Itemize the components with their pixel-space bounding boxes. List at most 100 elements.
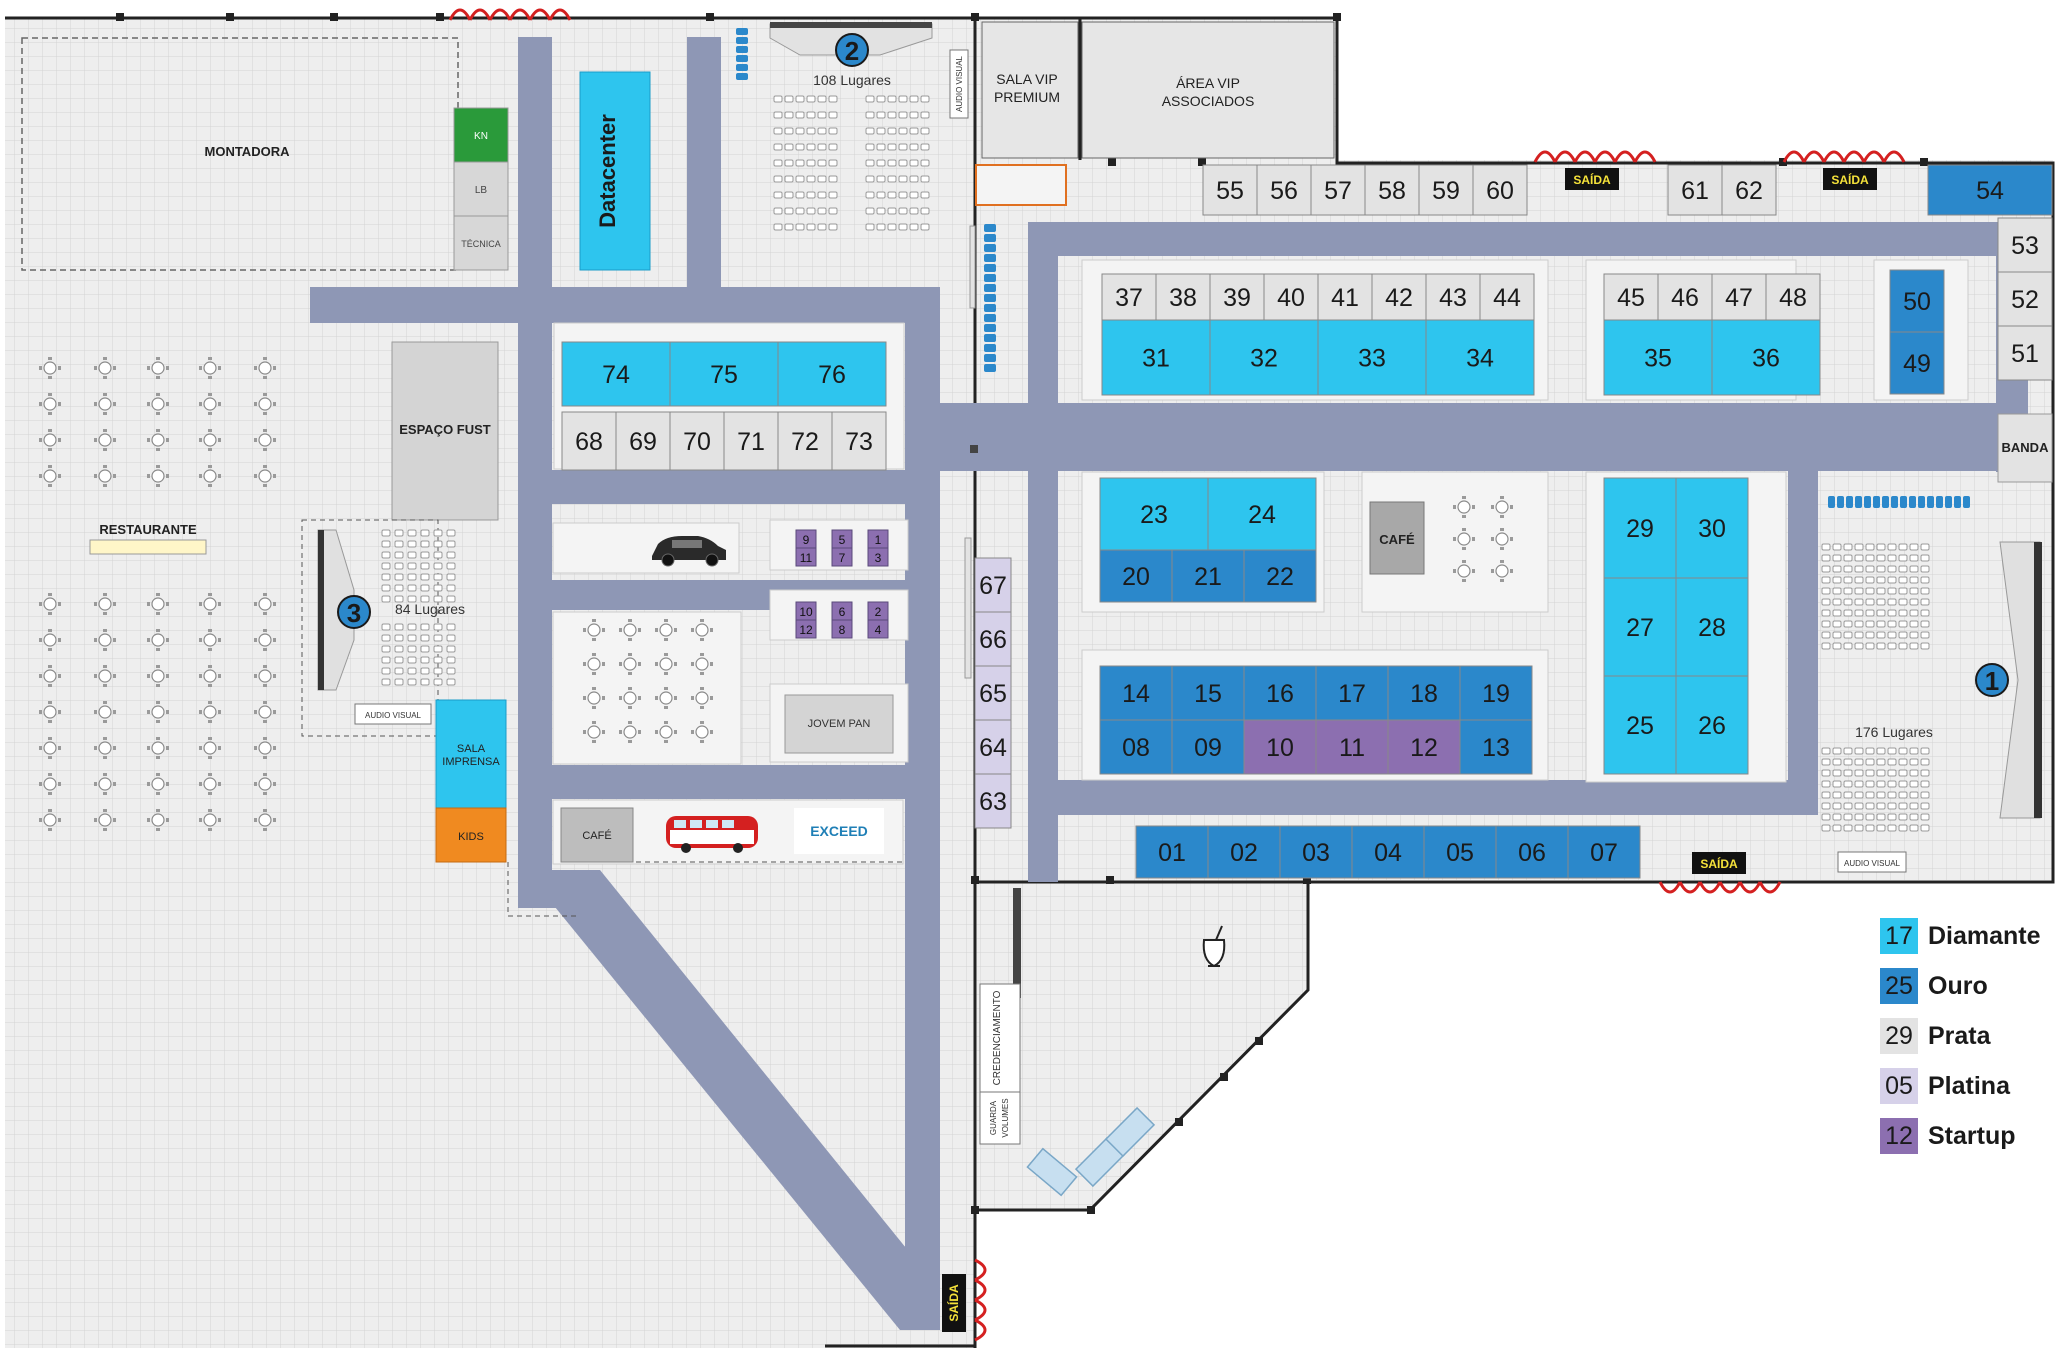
stand-41[interactable]: 41 (1317, 273, 1373, 321)
stand-05[interactable]: 05 (1423, 825, 1497, 879)
stand-47[interactable]: 47 (1711, 273, 1767, 321)
stand-22[interactable]: 22 (1243, 549, 1317, 603)
stand-25[interactable]: 25 (1603, 675, 1677, 775)
stand-53[interactable]: 53 (1997, 217, 2053, 273)
startup-stand-11[interactable]: 11 (795, 547, 817, 567)
stand-11[interactable]: 11 (1315, 719, 1389, 775)
stand-74[interactable]: 74 (561, 341, 671, 407)
stand-16[interactable]: 16 (1243, 665, 1317, 721)
stand-20[interactable]: 20 (1099, 549, 1173, 603)
stand-19[interactable]: 19 (1459, 665, 1533, 721)
stand-21[interactable]: 21 (1171, 549, 1245, 603)
datacenter-block[interactable] (579, 71, 651, 271)
stand-37[interactable]: 37 (1101, 273, 1157, 321)
stand-69[interactable]: 69 (615, 411, 671, 471)
stand-76[interactable]: 76 (777, 341, 887, 407)
stand-08[interactable]: 08 (1099, 719, 1173, 775)
stand-04[interactable]: 04 (1351, 825, 1425, 879)
stand-23[interactable]: 23 (1099, 477, 1209, 551)
stand-09[interactable]: 09 (1171, 719, 1245, 775)
stand-46[interactable]: 46 (1657, 273, 1713, 321)
stand-32[interactable]: 32 (1209, 319, 1319, 396)
credenciamento-desk[interactable] (979, 983, 1021, 1093)
stand-75[interactable]: 75 (669, 341, 779, 407)
stand-44[interactable]: 44 (1479, 273, 1535, 321)
stand-34[interactable]: 34 (1425, 319, 1535, 396)
stand-10[interactable]: 10 (1243, 719, 1317, 775)
stand-61[interactable]: 61 (1667, 164, 1723, 216)
stand-48[interactable]: 48 (1765, 273, 1821, 321)
auditorium-3[interactable]: 3 84 Lugares (301, 519, 465, 737)
area-vip-associados[interactable]: ÁREA VIP ASSOCIADOS (1081, 21, 1335, 159)
startup-stand-1[interactable]: 1 (867, 529, 889, 549)
stand-49[interactable]: 49 (1889, 331, 1945, 395)
jovem-pan-stand[interactable] (784, 694, 894, 754)
auditorium-2[interactable]: 2 108 Lugares (736, 22, 933, 231)
stand-57[interactable]: 57 (1310, 164, 1366, 216)
stand-36[interactable]: 36 (1711, 319, 1821, 396)
stand-28[interactable]: 28 (1675, 577, 1749, 677)
exceed-stand[interactable] (794, 808, 884, 854)
stand-67[interactable]: 67 (974, 557, 1012, 613)
stand-24[interactable]: 24 (1207, 477, 1317, 551)
stand-07[interactable]: 07 (1567, 825, 1641, 879)
stand-65[interactable]: 65 (974, 665, 1012, 721)
startup-stand-6[interactable]: 6 (831, 601, 853, 621)
cafe-stand[interactable] (560, 807, 634, 863)
sala-imprensa[interactable]: SALA IMPRENSA (435, 699, 507, 809)
stand-54[interactable]: 54 (1927, 164, 2053, 216)
stand-12[interactable]: 12 (1387, 719, 1461, 775)
stand-64[interactable]: 64 (974, 719, 1012, 775)
stand-51[interactable]: 51 (1997, 325, 2053, 381)
stand-45[interactable]: 45 (1603, 273, 1659, 321)
espaco-fust[interactable] (391, 341, 499, 521)
startup-stand-4[interactable]: 4 (867, 619, 889, 639)
startup-stand-12[interactable]: 12 (795, 619, 817, 639)
stand-27[interactable]: 27 (1603, 577, 1677, 677)
banda-stage[interactable] (1997, 413, 2053, 483)
startup-stand-2[interactable]: 2 (867, 601, 889, 621)
stand-18[interactable]: 18 (1387, 665, 1461, 721)
stand-42[interactable]: 42 (1371, 273, 1427, 321)
startup-stand-8[interactable]: 8 (831, 619, 853, 639)
stand-40[interactable]: 40 (1263, 273, 1319, 321)
stand-26[interactable]: 26 (1675, 675, 1749, 775)
auditorium-1[interactable]: 1 176 Lugares (1821, 496, 2042, 832)
stand-60[interactable]: 60 (1472, 164, 1528, 216)
startup-stand-5[interactable]: 5 (831, 529, 853, 549)
stand-35[interactable]: 35 (1603, 319, 1713, 396)
stand-70[interactable]: 70 (669, 411, 725, 471)
stand-50[interactable]: 50 (1889, 269, 1945, 333)
stand-43[interactable]: 43 (1425, 273, 1481, 321)
stand-71[interactable]: 71 (723, 411, 779, 471)
stand-39[interactable]: 39 (1209, 273, 1265, 321)
stand-62[interactable]: 62 (1721, 164, 1777, 216)
stand-58[interactable]: 58 (1364, 164, 1420, 216)
startup-stand-10[interactable]: 10 (795, 601, 817, 621)
stand-52[interactable]: 52 (1997, 271, 2053, 327)
guarda-volumes-desk[interactable] (979, 1091, 1021, 1145)
startup-stand-3[interactable]: 3 (867, 547, 889, 567)
stand-03[interactable]: 03 (1279, 825, 1353, 879)
stand-31[interactable]: 31 (1101, 319, 1211, 396)
startup-stand-9[interactable]: 9 (795, 529, 817, 549)
stand-14[interactable]: 14 (1099, 665, 1173, 721)
stand-13[interactable]: 13 (1459, 719, 1533, 775)
stand-66[interactable]: 66 (974, 611, 1012, 667)
stand-29[interactable]: 29 (1603, 477, 1677, 579)
stand-33[interactable]: 33 (1317, 319, 1427, 396)
startup-stand-7[interactable]: 7 (831, 547, 853, 567)
stand-06[interactable]: 06 (1495, 825, 1569, 879)
kids-area[interactable]: KIDS (435, 807, 507, 863)
stand-63[interactable]: 63 (974, 773, 1012, 829)
stand-15[interactable]: 15 (1171, 665, 1245, 721)
stand-01[interactable]: 01 (1135, 825, 1209, 879)
stand-17[interactable]: 17 (1315, 665, 1389, 721)
stand-30[interactable]: 30 (1675, 477, 1749, 579)
stand-38[interactable]: 38 (1155, 273, 1211, 321)
stand-59[interactable]: 59 (1418, 164, 1474, 216)
cafe2-stand[interactable] (1369, 501, 1425, 575)
stand-68[interactable]: 68 (561, 411, 617, 471)
stand-02[interactable]: 02 (1207, 825, 1281, 879)
stand-55[interactable]: 55 (1202, 164, 1258, 216)
